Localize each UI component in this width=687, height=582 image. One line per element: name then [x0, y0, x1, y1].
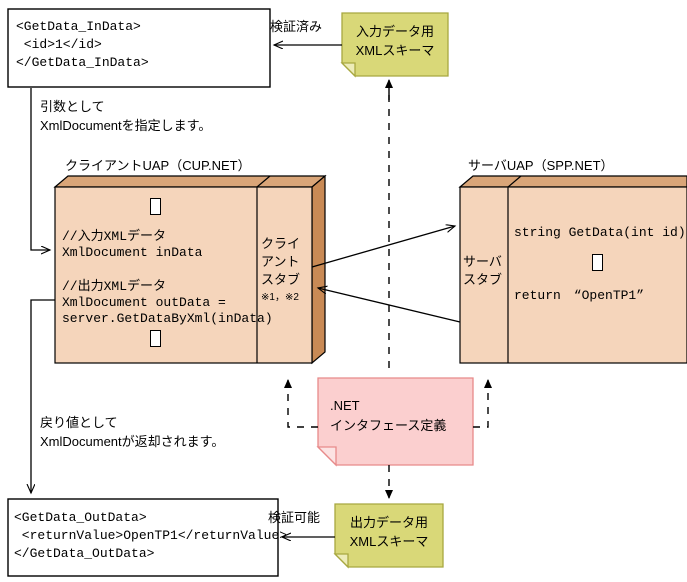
client-decl-input: XmlDocument inData — [62, 245, 203, 260]
client-stub-divider-top — [256, 175, 271, 188]
client-box-top-face — [53, 175, 327, 188]
output-schema-note-shape — [334, 503, 444, 568]
client-box-caption: クライアントUAP（CUP.NET） — [65, 158, 251, 173]
server-stub-line-2: スタブ — [463, 272, 503, 287]
in-data-line-3: </GetData_InData> — [16, 55, 149, 70]
dotnet-note-line-2: インタフェース定義 — [330, 418, 447, 433]
dotnet-interface-note-fold — [316, 446, 337, 467]
server-box-front-face — [459, 186, 687, 364]
client-code-glyph-bottom — [55, 330, 255, 349]
in-data-line-2: <id>1</id> — [16, 37, 102, 52]
path-indata-to-client — [30, 88, 50, 250]
in-data-box-frame — [7, 8, 271, 88]
server-stub-divider-top — [507, 175, 522, 188]
client-decl-output-line-1: XmlDocument outData = — [62, 295, 226, 310]
server-method-signature: string GetData(int id) — [514, 225, 686, 240]
input-schema-note-shape — [341, 12, 449, 77]
server-box-top-face — [458, 175, 687, 188]
input-schema-note-line-2: XMLスキーマ — [355, 43, 435, 58]
dotnet-interface-note-shape — [317, 377, 474, 466]
in-data-line-1: <GetData_InData> — [16, 19, 141, 34]
input-schema-note-line-1: 入力データ用 — [355, 24, 434, 39]
client-stub-footnote: ※1，※2 — [261, 292, 299, 303]
label-validated: 検証済み — [270, 19, 323, 34]
dotnet-note-line-1: .NET — [330, 398, 360, 413]
server-stub-line-1: サーバ — [463, 254, 502, 269]
arrow-client-request-to-server — [311, 226, 455, 268]
dashed-dotnet-to-client-stub — [284, 379, 318, 428]
client-stub-line-2: アント — [261, 254, 300, 269]
out-data-line-3: </GetData_OutData> — [14, 546, 155, 561]
argument-note-line-1: 引数として — [40, 99, 105, 114]
return-note-line-1: 戻り値として — [40, 415, 118, 430]
client-box-side-face — [311, 174, 326, 365]
argument-note-line-2: XmlDocumentを指定します。 — [40, 118, 212, 133]
client-decl-output-line-2: server.GetDataByXml(inData) — [62, 311, 273, 326]
client-stub-line-3: スタブ — [261, 272, 301, 287]
dashed-dotnet-to-server-stub — [473, 379, 492, 428]
return-note-line-2: XmlDocumentが返却されます。 — [40, 434, 225, 449]
input-schema-note-fold — [340, 62, 356, 78]
client-box-front-face — [54, 186, 313, 364]
output-schema-note-line-1: 出力データ用 — [349, 515, 428, 530]
label-validatable: 検証可能 — [268, 510, 321, 525]
output-schema-note-line-2: XMLスキーマ — [349, 534, 429, 549]
client-stub-line-1: クライ — [261, 236, 301, 251]
out-data-line-1: <GetData_OutData> — [14, 510, 147, 525]
output-schema-note-fold — [333, 553, 349, 569]
server-return-statement: return “OpenTP1” — [514, 288, 645, 303]
client-comment-input: //入力XMLデータ — [62, 229, 167, 244]
out-data-line-2: <returnValue>OpenTP1</returnValue> — [14, 528, 288, 543]
path-client-to-outdata — [31, 299, 55, 493]
out-data-box-frame — [7, 498, 279, 577]
client-code-glyph-top — [55, 198, 255, 217]
server-box-caption: サーバUAP（SPP.NET） — [468, 158, 614, 173]
server-code-glyph — [508, 254, 687, 273]
client-comment-output: //出力XMLデータ — [62, 279, 167, 294]
